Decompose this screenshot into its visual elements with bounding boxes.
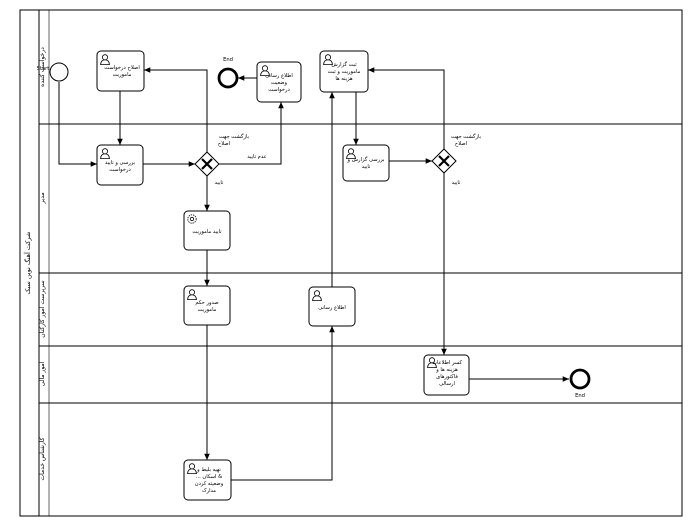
lane-label-manager: مدیر: [39, 192, 46, 204]
task-approve-mission[interactable]: تایید ماموریت: [183, 210, 231, 251]
task-prepare-docs[interactable]: تهیه بلیط و ... اسکان & وضعیته کردن مدار…: [183, 459, 232, 501]
lane-label-hr-supervisor: سرپرست امور کارکنان: [39, 280, 46, 337]
task-label-line: ... اسکان &: [196, 474, 222, 480]
task-notify-status[interactable]: اطلاع رسانی وضعیت درخواست: [256, 61, 302, 103]
task-notify[interactable]: اطلاع رسانی: [308, 286, 356, 327]
task-label-line: کسر اطلاعات: [432, 360, 462, 366]
start-event[interactable]: Start: [37, 62, 69, 82]
task-label-line: فاکتورهای: [436, 374, 458, 380]
task-deduct-costs[interactable]: کسر اطلاعات هزینه ها و فاکتورهای ارسالی: [423, 354, 470, 396]
task-label-line: بررسی گزارش و: [347, 156, 385, 163]
gateway-review-decision[interactable]: [194, 151, 220, 177]
start-event-label: Start: [37, 66, 50, 72]
flow-label-gw1-return-line2: اصلاح: [218, 141, 230, 147]
task-label-line: وضعیته کردن: [195, 481, 224, 487]
task-issue-order[interactable]: صدور حکم ماموریت: [183, 285, 231, 326]
flow-label-gw2-return-line1: بازگشت جهت: [451, 133, 481, 140]
task-label-line: اصلاح درخواست: [104, 65, 140, 71]
end-event-bottom-label: End: [575, 393, 585, 399]
task-label-line: ارسالی: [439, 381, 455, 387]
task-label-line: مدارک: [202, 487, 216, 494]
lane-label-requester: درخواست کننده: [39, 47, 46, 87]
task-label-line: اطلاع رسانی: [265, 73, 293, 79]
x-gateway-icon: [201, 158, 213, 170]
task-label-line: درخواست: [268, 87, 290, 93]
task-label-line: وضعیت: [271, 80, 288, 86]
task-label-line: تایید: [362, 164, 371, 170]
task-label-line: ماموریت: [198, 307, 217, 313]
flow-label-gw2-return-line2: اصلاح: [455, 141, 467, 147]
task-label-line: صدور حکم: [195, 300, 219, 306]
pool: شرکت آهنگ نوین سبک: [19, 9, 683, 517]
flow-label-gw1-reject: عدم تایید: [247, 154, 266, 160]
task-label-line: ماموریت: [113, 72, 132, 78]
end-event-bottom[interactable]: End: [569, 368, 591, 399]
gear-icon: [187, 214, 197, 224]
flow-prepare-to-notify: [231, 326, 335, 481]
task-label-line: هزینه ها: [335, 76, 353, 82]
task-label-line: تایید ماموریت: [192, 229, 222, 235]
gateway-report-decision[interactable]: [431, 148, 457, 174]
task-review-report[interactable]: بررسی گزارش و تایید: [342, 144, 390, 182]
lane-label-services: کارشناس خدمات: [39, 437, 46, 480]
end-event-top-label: End: [223, 57, 233, 63]
task-review-request[interactable]: بررسی و تایید درخواست: [96, 144, 144, 186]
sequence-flows: [58, 67, 569, 481]
task-register-report[interactable]: ثبت گزارش ماموریت و ثبت هزینه ها: [319, 50, 369, 93]
task-label-line: ثبت گزارش: [331, 61, 357, 68]
task-label-line: بررسی و تایید: [105, 160, 135, 166]
flow-label-gw2-approve: تایید: [452, 180, 461, 186]
lane-label-finance: امور مالی: [39, 361, 46, 386]
flow-labels: بازگشت جهت اصلاح عدم تایید تایید بازگشت …: [215, 133, 481, 186]
task-label-line: اطلاع رسانی: [318, 305, 346, 311]
task-label-line: ماموریت و ثبت: [328, 69, 361, 75]
flow-gw2-to-register: [368, 67, 445, 149]
flow-gw1-to-notify-status: [219, 102, 284, 165]
x-gateway-icon: [438, 155, 450, 167]
task-label-line: درخواست: [109, 167, 131, 173]
end-event-top[interactable]: End: [217, 57, 239, 89]
flow-label-gw1-approve: تایید: [215, 180, 224, 186]
pool-label: شرکت آهنگ نوین سبک: [23, 232, 32, 295]
lanes: درخواست کننده مدیر سرپرست امور کارکنان ا…: [39, 10, 682, 516]
flow-gw1-to-fix: [144, 67, 208, 152]
task-fix-request[interactable]: اصلاح درخواست ماموریت: [96, 50, 145, 92]
flow-start-to-review: [58, 82, 97, 167]
task-label-line: تهیه بلیط و: [196, 467, 221, 473]
flow-label-gw1-return-line1: بازگشت جهت: [219, 133, 249, 140]
task-label-line: هزینه ها و: [435, 367, 458, 373]
